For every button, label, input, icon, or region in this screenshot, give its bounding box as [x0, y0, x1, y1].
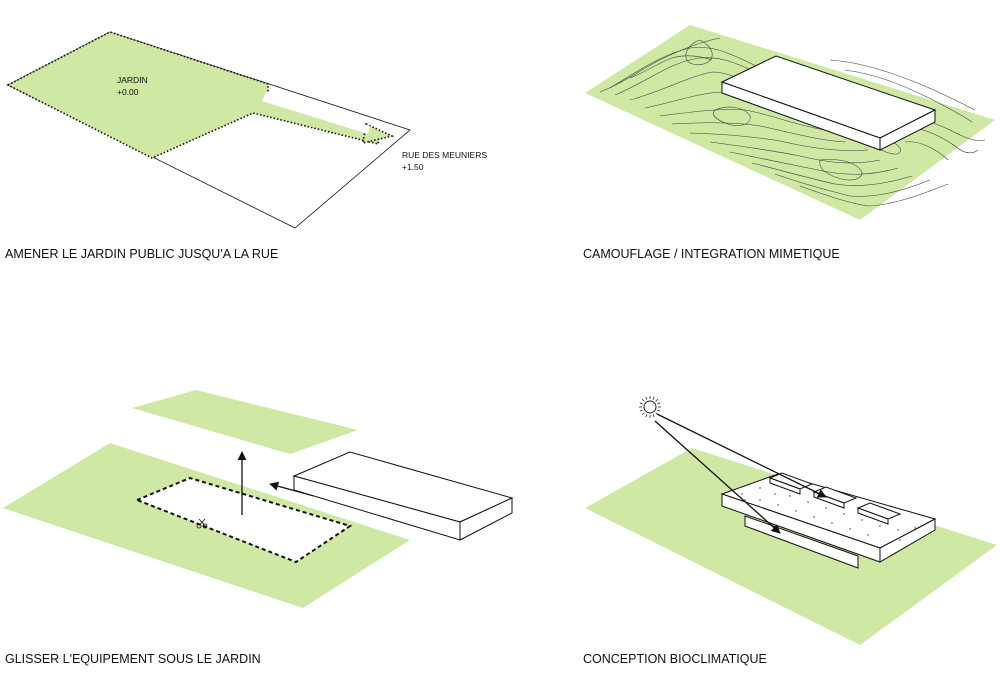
caption-1: AMENER LE JARDIN PUBLIC JUSQU'A LA RUE [5, 247, 278, 261]
caption-2: CAMOUFLAGE / INTEGRATION MIMETIQUE [583, 247, 840, 261]
panel-1: JARDIN +0.00 RUE DES MEUNIERS +1.50 AMEN… [5, 31, 487, 261]
sun-ray-arrow-2 [654, 420, 781, 534]
scissors-icon [196, 518, 208, 529]
cutout-dashed-outline [134, 476, 353, 564]
garden-arrow-strip [262, 92, 370, 134]
terrain-plane-4 [585, 448, 997, 645]
caption-4: CONCEPTION BIOCLIMATIQUE [583, 652, 767, 666]
garden-arrow-head [362, 122, 395, 145]
panel-3: GLISSER L'EQUIPEMENT SOUS LE JARDIN [3, 390, 514, 666]
panel-4: CONCEPTION BIOCLIMATIQUE [583, 396, 997, 666]
lifted-garden-slab [132, 390, 358, 454]
garden-level-label: +0.00 [117, 87, 139, 97]
street-level-label: +1.50 [402, 162, 424, 172]
garden-name-label: JARDIN [117, 75, 148, 85]
building-side [879, 109, 936, 151]
sun-ray-arrow-1 [656, 413, 827, 498]
panel-2: CAMOUFLAGE / INTEGRATION MIMETIQUE [583, 25, 995, 261]
caption-3: GLISSER L'EQUIPEMENT SOUS LE JARDIN [5, 652, 261, 666]
terrain-plane [585, 25, 995, 220]
bio-building-side [879, 518, 936, 563]
roof-dots [741, 487, 916, 541]
street-name-label: RUE DES MEUNIERS [402, 150, 487, 160]
equipment-block-side [459, 497, 513, 541]
